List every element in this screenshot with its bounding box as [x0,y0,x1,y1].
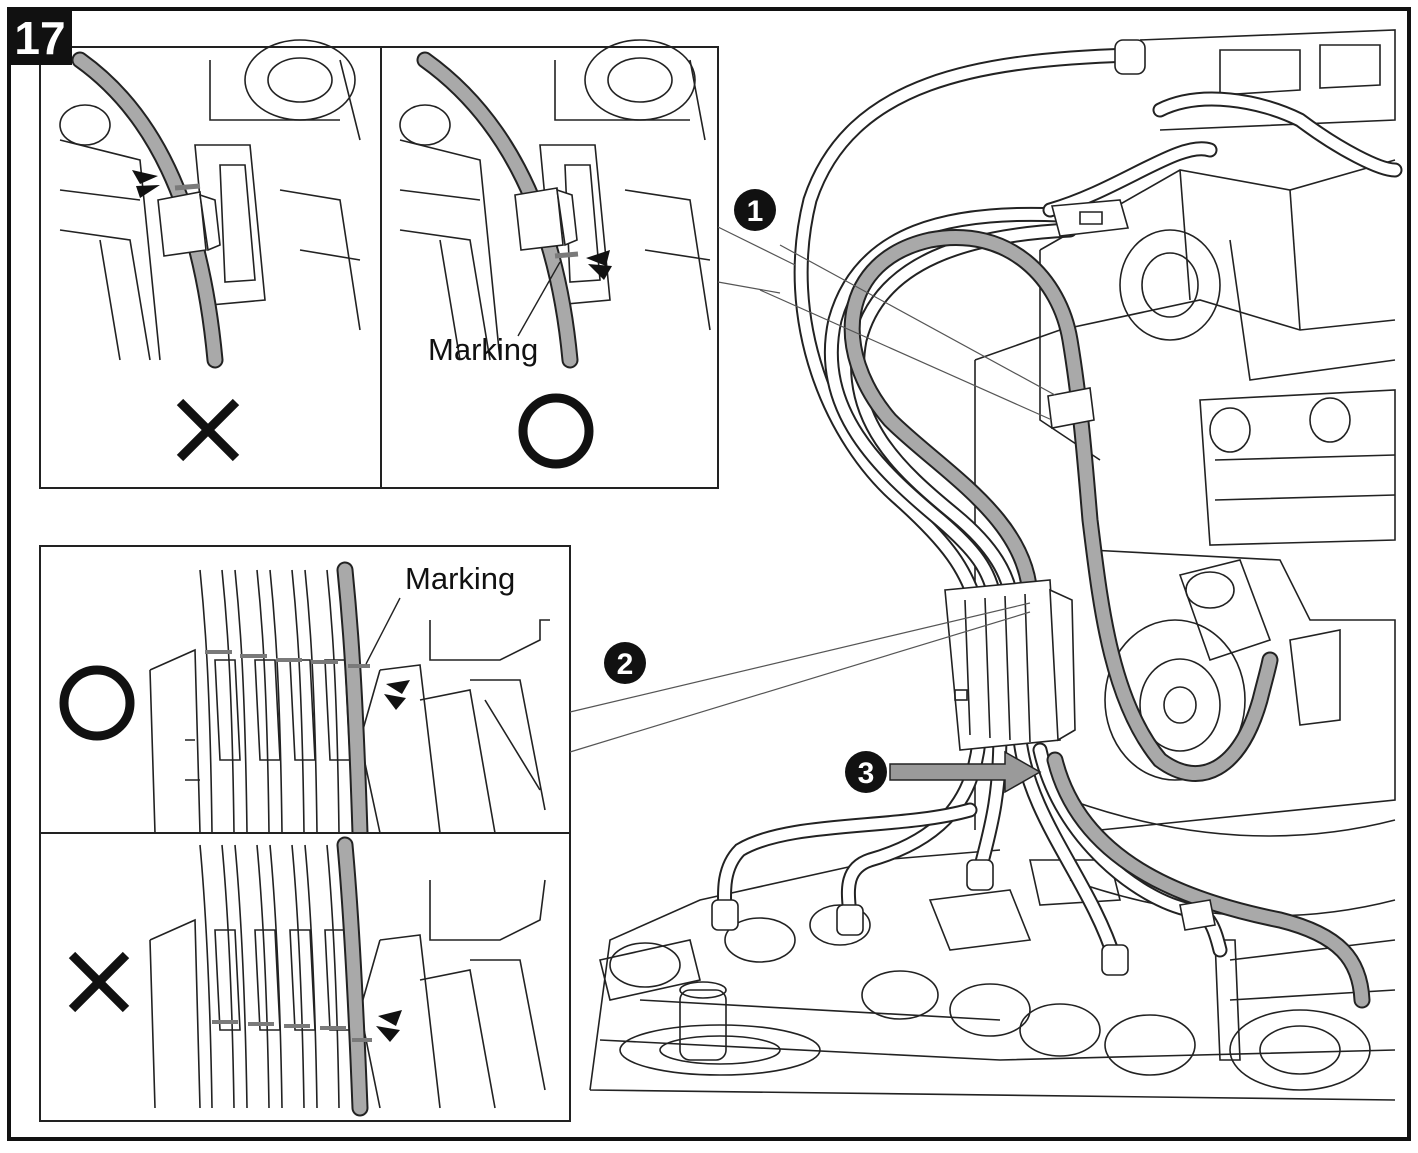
outer-frame [7,7,1411,1141]
arrowhead-icon [132,170,160,198]
svg-text:1: 1 [747,195,764,228]
arrow-icon [889,750,1042,794]
callout-1: 1 [734,189,776,231]
svg-text:3: 3 [858,757,875,790]
inset-middle: Marking ○ [39,545,571,842]
inset-bottom: ✕ [39,832,571,1122]
circle-mark-icon [59,665,135,741]
marking-label: Marking [405,561,515,596]
svg-text:17: 17 [14,12,65,64]
marking-label: Marking [428,332,538,367]
x-mark-icon [68,951,130,1013]
x-mark-icon [176,398,240,462]
svg-text:2: 2 [617,648,634,681]
inset-top-right: Marking ○ [380,39,719,489]
circle-mark-icon [518,393,594,469]
step-number-badge: 17 [9,9,72,65]
leader-lines [569,226,1031,753]
arrowhead-icon [586,250,612,280]
inset-top-left: ✕ [39,39,382,489]
callout-2: 2 [604,642,646,684]
arrowhead-icon [376,1010,402,1042]
arrowhead-icon [384,680,410,710]
callout-3: 3 [845,750,1042,794]
main-illustration [589,29,1403,1101]
